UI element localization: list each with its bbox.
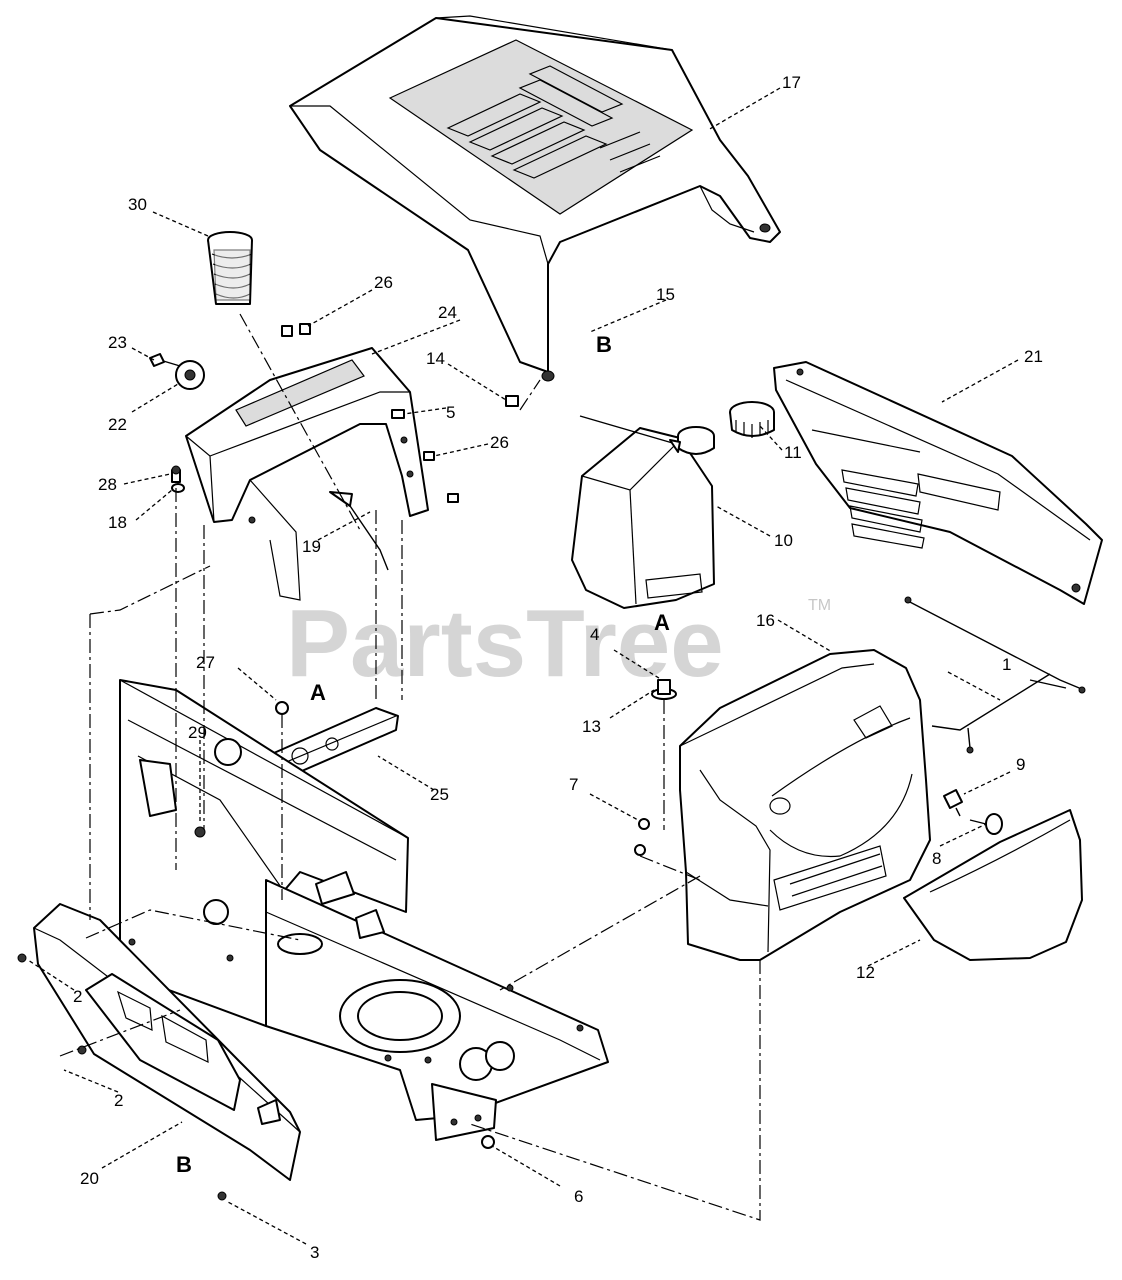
callout-6: 6 [574,1187,583,1206]
screw-part-5 [391,409,405,419]
callouts: 1 2 2 3 4 5 6 7 8 9 10 11 12 13 14 15 16… [73,73,1043,1262]
callout-26-upper: 26 [374,273,393,292]
callout-11: 11 [784,443,802,462]
side-panel-part-21 [773,361,1103,605]
nut-part-7 [634,818,650,856]
callout-30: 30 [128,195,147,214]
watermark-trademark: TM [808,597,831,614]
callout-2-lower: 2 [114,1091,123,1110]
assembly-lines [59,313,761,1221]
nut-part-6 [481,1135,495,1149]
bumper-part-20 [33,903,301,1181]
reference-letters: A A B B [176,332,670,1177]
screw-part-26b [423,451,459,503]
callout-27: 27 [196,653,215,672]
reference-a-frame: A [310,680,326,705]
callout-17: 17 [782,73,801,92]
callout-3: 3 [310,1243,319,1262]
socket-part-9 [943,789,963,817]
harness-part-1 [904,596,1086,754]
callout-5: 5 [446,403,455,422]
callout-2-upper: 2 [73,987,82,1006]
callout-18: 18 [108,513,127,532]
reference-b-hood: B [596,332,612,357]
callout-14: 14 [426,349,445,368]
fuel-cap-part-11 [729,401,775,438]
callout-4: 4 [590,625,599,644]
callout-22: 22 [108,415,127,434]
screw-part-26a [281,323,311,337]
callout-8: 8 [932,849,941,868]
grille-part-16 [679,649,931,961]
callout-23: 23 [108,333,127,352]
callout-13: 13 [582,717,601,736]
frame [119,679,609,1141]
screw-part-3 [217,1191,227,1201]
boot-part-30 [207,231,253,305]
screw-part-2 [17,953,87,1055]
callout-16: 16 [756,611,775,630]
callout-7: 7 [569,775,578,794]
fuel-tank-part-10 [571,415,715,609]
lens-part-12 [903,809,1083,961]
screw-part-28 [171,465,181,483]
rod-part-19 [329,491,389,571]
callout-19: 19 [302,537,321,556]
callout-10: 10 [774,531,793,550]
switch-part-22 [149,353,205,390]
callout-25: 25 [430,785,449,804]
clip-part-29 [194,826,206,838]
reference-b-bumper: B [176,1152,192,1177]
callout-12: 12 [856,963,875,982]
hardware [17,323,677,1201]
dash-panel-part-24 [185,347,429,601]
screw-part-14 [505,395,519,407]
watermark-text: PartsTree [286,590,724,697]
washer-part-18 [171,483,185,493]
callout-28: 28 [98,475,117,494]
callout-24: 24 [438,303,457,322]
callout-15: 15 [656,285,675,304]
callout-9: 9 [1016,755,1025,774]
reference-a-tank: A [654,610,670,635]
nut-part-27 [275,701,289,715]
hood-part-17 [289,15,781,382]
callout-21: 21 [1024,347,1043,366]
plug-part-13 [651,679,677,700]
callout-1: 1 [1002,655,1011,674]
callout-26-lower: 26 [490,433,509,452]
callout-29: 29 [188,723,207,742]
leader-lines [27,87,1019,1245]
callout-20: 20 [80,1169,99,1188]
